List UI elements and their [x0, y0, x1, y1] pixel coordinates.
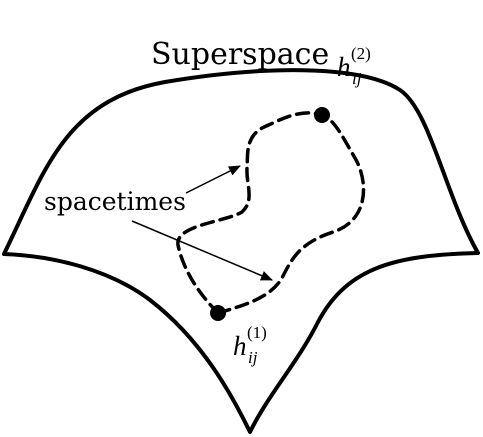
- metric-start-indices: ij: [248, 348, 258, 367]
- superspace-label: Superspace: [151, 37, 329, 72]
- superspace-surface: [2, 68, 480, 434]
- endpoint-end-dot: [314, 107, 330, 123]
- metric-start-label: h (1) ij: [233, 323, 267, 367]
- metric-end-superscript: (2): [351, 44, 371, 63]
- endpoint-start-dot: [210, 305, 226, 321]
- metric-end-label: h (2) ij: [337, 44, 371, 88]
- spacetime-path: [176, 111, 366, 315]
- metric-end-symbol: h: [337, 52, 351, 82]
- metric-start-superscript: (1): [247, 323, 267, 342]
- spacetimes-label: spacetimes: [44, 187, 186, 216]
- metric-end-indices: ij: [352, 69, 362, 88]
- metric-start-symbol: h: [233, 331, 247, 361]
- pointer-arrow-lower: [131, 220, 273, 281]
- pointer-arrow-upper: [185, 165, 241, 194]
